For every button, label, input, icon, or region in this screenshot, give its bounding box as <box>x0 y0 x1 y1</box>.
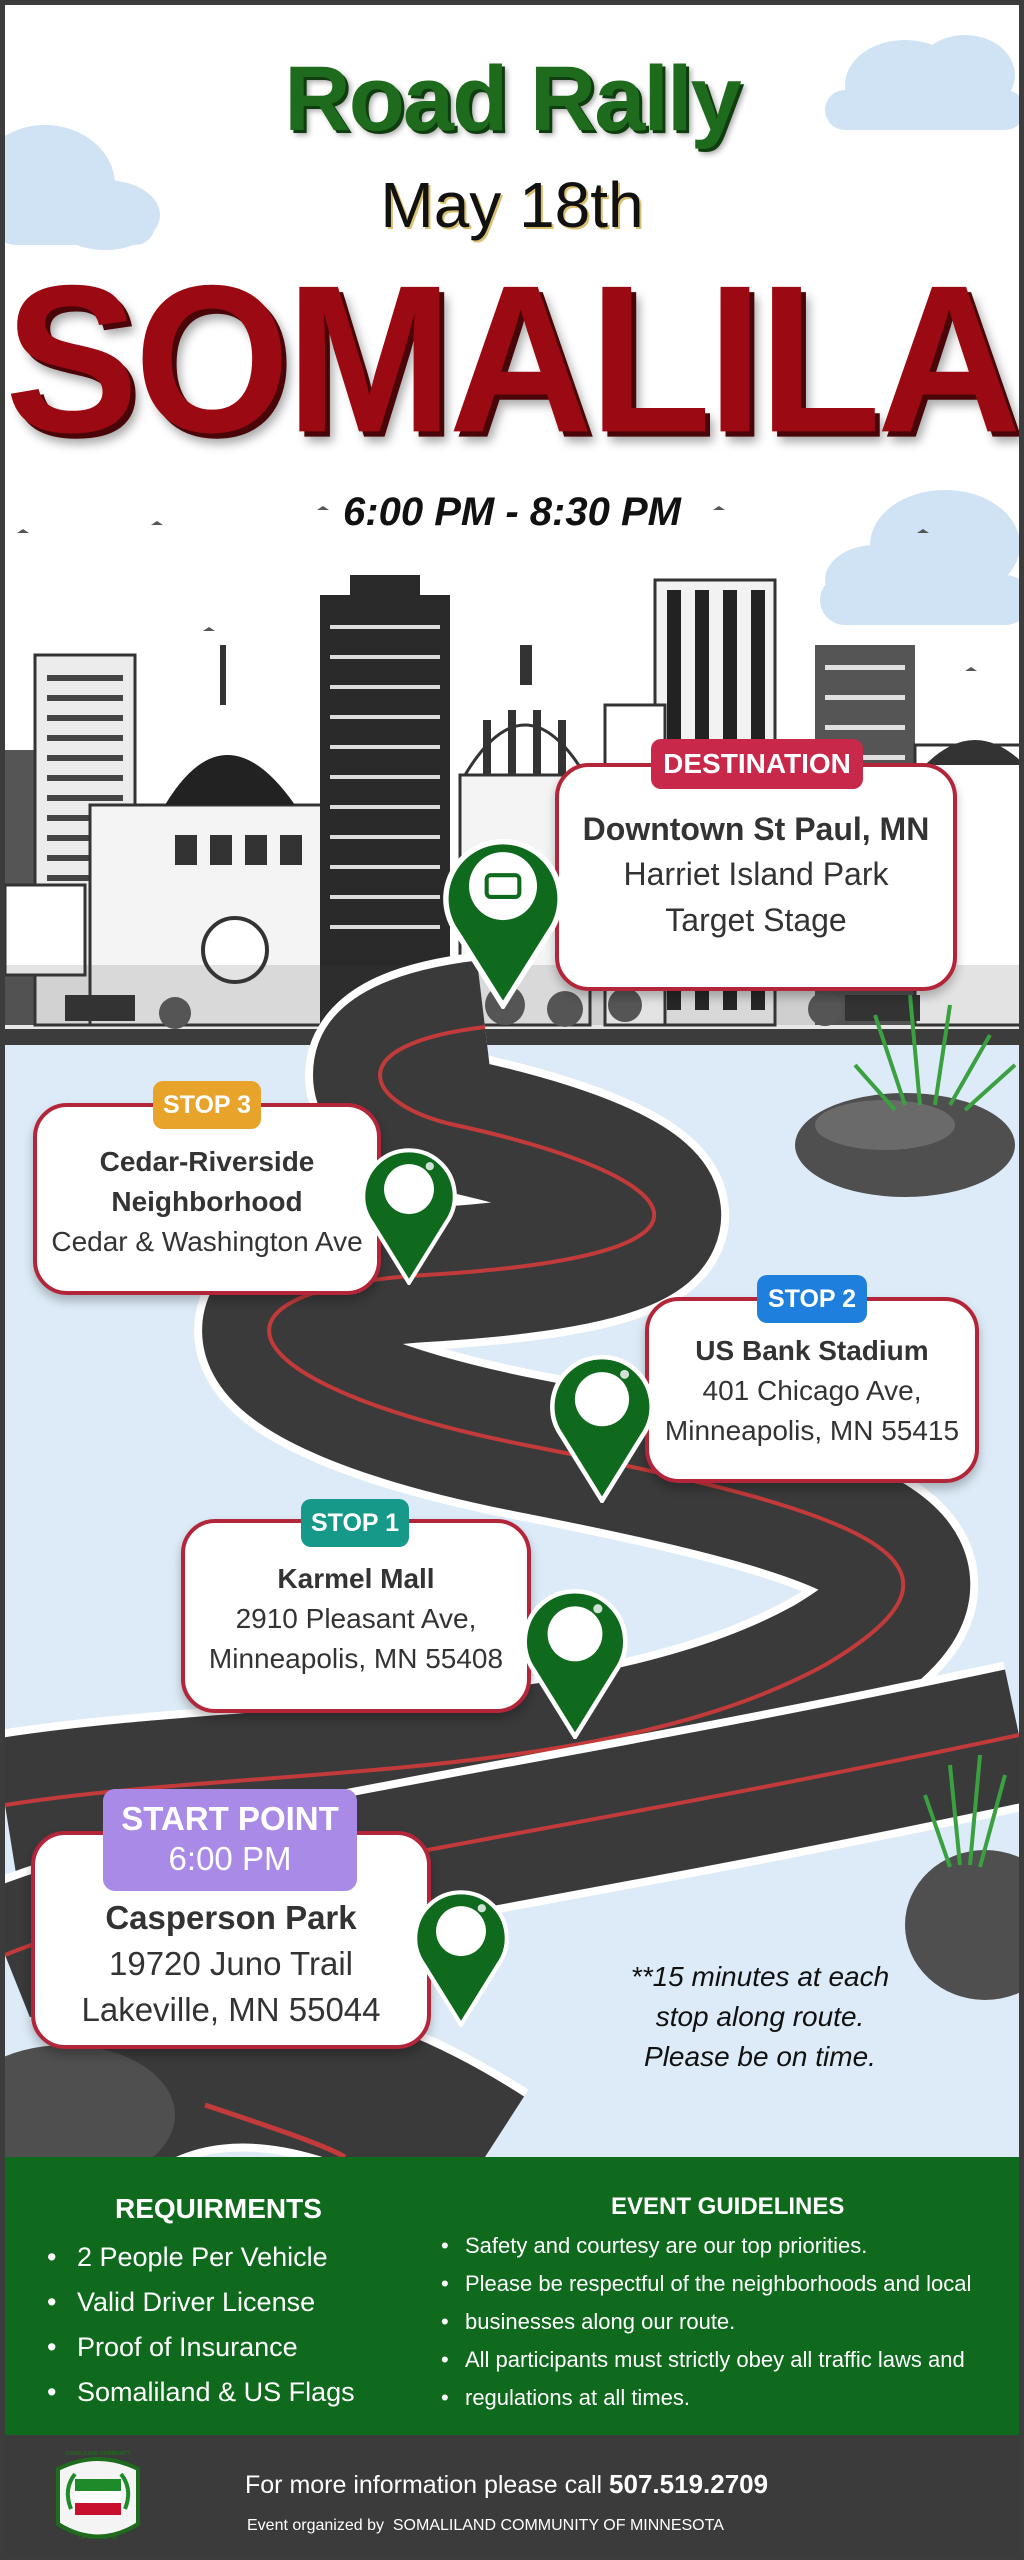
guidelines-title: EVENT GUIDELINES <box>611 2193 845 2220</box>
start-badge-label: START POINT <box>121 1800 339 1837</box>
cloud-right-mid <box>820 490 1019 625</box>
timing-note-line1: **15 minutes at each <box>630 1961 890 1992</box>
timing-note: **15 minutes at each stop along route. P… <box>595 1957 925 2077</box>
stop3-pin-icon <box>361 1148 457 1285</box>
stop1-name: Karmel Mall <box>277 1563 435 1594</box>
logo-bottom-text: OF MINNESOTA <box>79 2535 117 2541</box>
destination-pin-icon <box>443 838 563 1009</box>
destination-card: Downtown St Paul, MN Harriet Island Park… <box>555 763 957 991</box>
start-name: Casperson Park <box>105 1899 357 1936</box>
requirement-item: Proof of Insurance <box>43 2325 383 2370</box>
birds <box>17 506 977 671</box>
contact-phone[interactable]: 507.519.2709 <box>609 2469 769 2499</box>
stop2-line1: 401 Chicago Ave, <box>702 1375 922 1406</box>
event-date: May 18th <box>380 169 644 241</box>
stop2-name: US Bank Stadium <box>695 1335 929 1366</box>
stop3-name2: Neighborhood <box>111 1186 303 1217</box>
guideline-item: Safety and courtesy are our top prioriti… <box>437 2227 1007 2265</box>
stop2-badge: STOP 2 <box>757 1275 867 1323</box>
guideline-item-cont: businesses along our route. <box>437 2303 1007 2341</box>
rocks <box>5 1093 1019 2157</box>
stop1-pin-icon <box>522 1588 628 1739</box>
organizer-prefix: Event organized by <box>247 2517 384 2534</box>
stop1-badge: STOP 1 <box>301 1499 409 1547</box>
timing-note-line3: Please be on time. <box>644 2041 876 2072</box>
organizer-name: SOMALILAND COMMUNITY OF MINNESOTA <box>392 2517 724 2534</box>
grass <box>853 994 1017 1868</box>
organizer-line: Event organized by SOMALILAND COMMUNITY … <box>247 2517 724 2535</box>
requirements-title: REQUIRMENTS <box>115 2193 322 2224</box>
event-time: 6:00 PM - 8:30 PM <box>343 490 681 534</box>
stop1-line1: 2910 Pleasant Ave, <box>235 1603 477 1634</box>
event-country: SOMALILAND <box>5 242 1019 477</box>
stop2-line2: Minneapolis, MN 55415 <box>664 1415 960 1446</box>
start-line1: 19720 Juno Trail <box>108 1945 353 1982</box>
cloud-left <box>5 125 160 250</box>
destination-name: Downtown St Paul, MN <box>582 811 930 847</box>
stop3-line1: Cedar & Washington Ave <box>51 1226 363 1257</box>
stop3-card: Cedar-Riverside Neighborhood Cedar & Was… <box>33 1103 381 1295</box>
requirement-item: 2 People Per Vehicle <box>43 2235 383 2280</box>
stop2-card: US Bank Stadium 401 Chicago Ave, Minneap… <box>645 1297 979 1483</box>
guideline-item: Please be respectful of the neighborhood… <box>437 2265 1007 2303</box>
contact-line: For more information please call 507.519… <box>245 2469 768 2500</box>
stop1-line2: Minneapolis, MN 55408 <box>208 1643 504 1674</box>
event-title: Road Rally <box>284 48 741 150</box>
requirement-item: Somaliland & US Flags <box>43 2370 383 2415</box>
requirement-item: Valid Driver License <box>43 2280 383 2325</box>
start-pin-icon <box>413 1890 509 2027</box>
guidelines-list: Safety and courtesy are our top prioriti… <box>437 2227 1007 2417</box>
stop2-pin-icon <box>550 1354 654 1503</box>
destination-line1: Harriet Island Park <box>623 856 889 892</box>
contact-prefix: For more information please call <box>245 2471 603 2499</box>
start-line2: Lakeville, MN 55044 <box>81 1991 381 2028</box>
destination-line2: Target Stage <box>665 902 847 938</box>
community-logo <box>56 2457 140 2539</box>
timing-note-line2: stop along route. <box>655 2001 865 2032</box>
start-badge-time: 6:00 PM <box>168 1840 292 1877</box>
info-section: REQUIRMENTS 2 People Per Vehicle Valid D… <box>5 2157 1019 2435</box>
stop3-name1: Cedar-Riverside <box>99 1146 315 1177</box>
requirements-list: 2 People Per Vehicle Valid Driver Licens… <box>43 2235 383 2415</box>
footer: SOMALILAND COMMUNITY OF MINNESOTA For mo… <box>5 2435 1019 2555</box>
stop1-card: Karmel Mall 2910 Pleasant Ave, Minneapol… <box>181 1519 531 1713</box>
logo-top-text: SOMALILAND COMMUNITY <box>65 2451 131 2457</box>
start-badge: START POINT 6:00 PM <box>103 1789 357 1891</box>
guideline-item-cont: regulations at all times. <box>437 2379 1007 2417</box>
destination-badge: DESTINATION <box>651 739 863 789</box>
cloud-right-top <box>825 35 1019 130</box>
stop3-badge: STOP 3 <box>153 1081 261 1129</box>
guideline-item: All participants must strictly obey all … <box>437 2341 1007 2379</box>
ground-line <box>5 1029 1019 1045</box>
